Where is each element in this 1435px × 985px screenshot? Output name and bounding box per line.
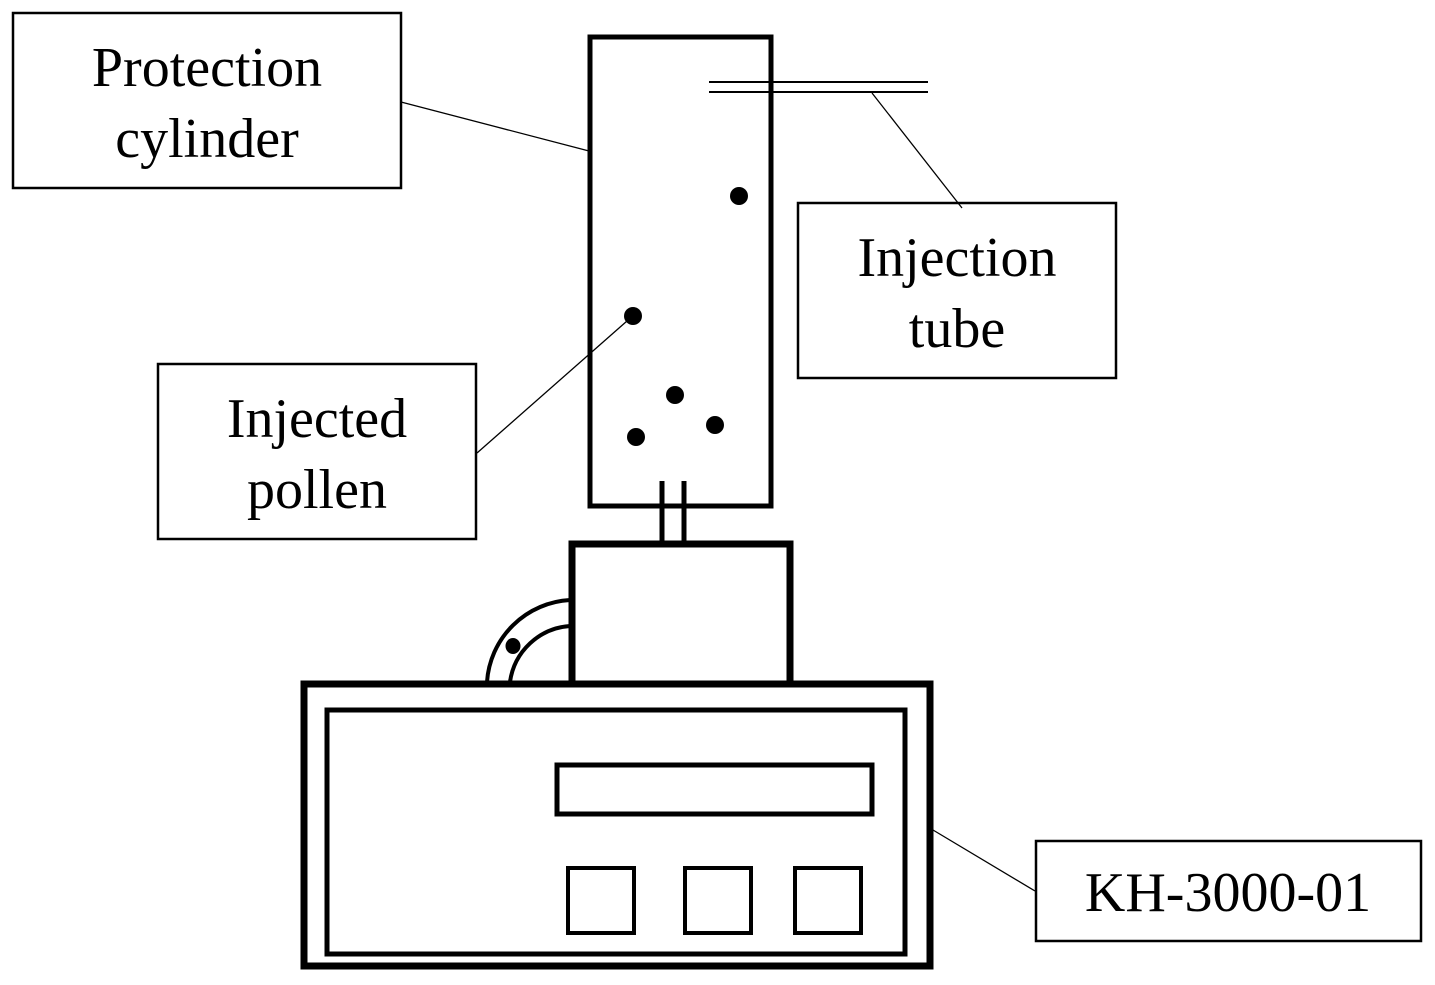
instrument-inner-frame — [324, 707, 908, 957]
instrument-display — [554, 762, 875, 817]
leader-line-injection-tube — [871, 92, 963, 209]
label-line-1: Injection — [857, 227, 1056, 289]
pollen-particle — [706, 416, 724, 434]
protection-cylinder — [587, 34, 774, 509]
pollen-particles — [624, 187, 748, 446]
label-injection-tube: Injection tube — [796, 201, 1118, 380]
label-device-model: KH-3000-01 — [1034, 839, 1423, 943]
hose-outer — [485, 598, 571, 683]
instrument-button-3 — [793, 866, 863, 935]
label-box — [1034, 839, 1423, 943]
pollen-particle — [730, 187, 748, 205]
connector-pipe — [659, 481, 687, 545]
pollen-particle — [666, 386, 684, 404]
instrument-base — [300, 680, 934, 970]
leader-line-injected-pollen — [476, 320, 628, 454]
label-line-2: tube — [909, 298, 1005, 360]
instrument-outer-frame — [300, 680, 934, 970]
label-protection-cylinder: Protection cylinder — [11, 11, 403, 190]
label-line-2: pollen — [247, 459, 387, 521]
label-box — [156, 362, 478, 541]
pollen-particle — [627, 428, 645, 446]
hose-particle — [505, 638, 521, 654]
label-line-2: cylinder — [115, 108, 299, 170]
leader-line-protection-cylinder — [400, 101, 590, 152]
label-text: KH-3000-01 — [1085, 862, 1371, 924]
instrument-button-2 — [683, 866, 753, 935]
sensor-head — [568, 540, 794, 688]
pollen-particle — [624, 307, 642, 325]
label-line-1: Protection — [92, 37, 322, 99]
leader-line-device-model — [932, 829, 1036, 892]
label-line-1: Injected — [227, 388, 407, 450]
hose — [485, 598, 571, 683]
instrument-button-1 — [566, 866, 636, 935]
injection-tube — [709, 81, 928, 93]
hose-inner — [508, 624, 571, 683]
label-box — [11, 11, 403, 190]
label-box — [796, 201, 1118, 380]
label-injected-pollen: Injected pollen — [156, 362, 478, 541]
